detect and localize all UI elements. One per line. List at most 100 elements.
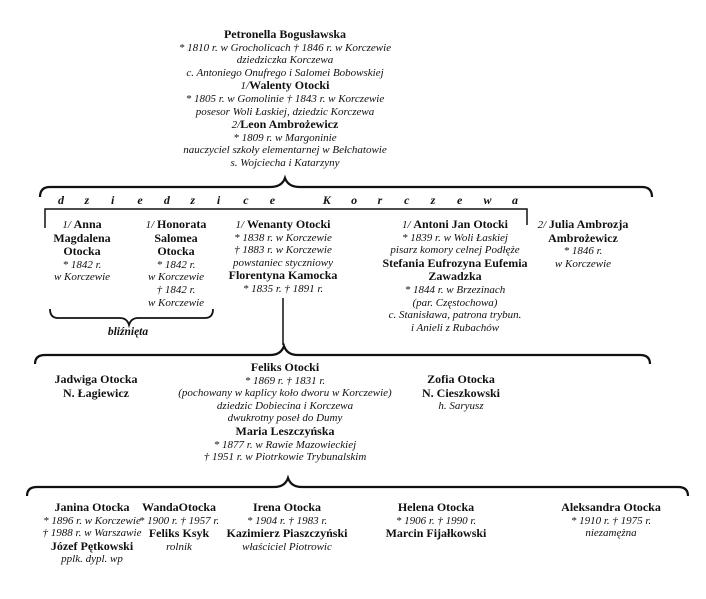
person-detail: * 1910 r. † 1975 r. [570,514,652,527]
person-name: Feliks Ksyk [148,526,210,541]
person-name: Otocka [63,244,101,259]
text-line: pplk. dypl. wp [43,553,142,566]
text-line: * 1842 r. [146,259,207,272]
person-name: Anna [73,217,102,231]
text-line: * 1846 r. [538,245,629,258]
person-detail: * 1842 r. [156,258,196,271]
text-line: † 1988 r. w Warszawie [43,527,142,540]
text-line: Feliks Otocki [178,361,391,375]
person-detail: * 1844 r. w Brzezinach [404,283,506,296]
person-janina: Janina Otocka* 1896 r. w Korczewie† 1988… [43,501,142,566]
person-detail: pplk. dypl. wp [61,553,123,566]
person-detail: * 1877 r. w Rawie Mazowieckiej [213,438,357,451]
text-line: s. Wojciecha i Katarzyny [179,157,391,170]
person-name: Janina Otocka [54,500,130,514]
text-line: 1/ Antoni Jan Otocki [382,218,527,232]
text-line: Otocka [146,245,207,259]
person-name: Zawadzka [428,269,482,284]
line-heirs [44,208,528,228]
person-detail: właściciel Piotrowic [242,540,332,553]
person-name: Leon Ambrożewicz [240,117,339,132]
text-line: c. Stanisława, patrona trybun. [382,309,527,322]
text-line: Maria Leszczyńska [178,425,391,439]
person-name: N. Cieszkowski [421,385,501,400]
title-letter: e [269,193,276,207]
title-letter: z [84,193,90,207]
text-line: 1/ Honorata [146,218,207,232]
person-detail: w Korczewie [147,296,205,309]
title-letter: r [377,193,383,207]
person-name: Julia Ambrozja [548,217,629,231]
title-letter [296,193,302,208]
person-detail: * 1846 r. [563,245,603,258]
person-name: Walenty Otocki [249,78,330,93]
text-line: * 1839 r. w Woli Łaskiej [382,232,527,245]
twins-label: bliźnięta [107,326,149,338]
text-line: Jadwiga Otocka [54,373,137,387]
text-line: dziedzic Dobiecina i Korczewa [178,400,391,413]
text-line: w Korczewie [53,271,110,284]
person-antoni: 1/ Antoni Jan Otocki* 1839 r. w Woli Łas… [382,218,527,334]
person-detail: * 1842 r. [62,258,102,271]
marriage-index: 1/ [62,219,74,231]
text-line: 1/ Wenanty Otocki [229,218,338,232]
text-line: pisarz komory celnej Podłęże [382,244,527,257]
text-line: Janina Otocka [43,501,142,515]
text-line: WandaOtocka [139,501,219,515]
text-line: * 1869 r. † 1831 r. [178,375,391,388]
person-detail: powstaniec styczniowy [233,256,333,269]
text-line: nauczyciel szkoły elementarnej w Bełchat… [179,144,391,157]
person-detail: * 1810 r. w Grocholicach † 1846 r. w Kor… [178,41,392,54]
text-line: * 1838 r. w Korczewie [229,232,338,245]
person-name: Honorata [156,217,207,231]
text-line: (par. Częstochowa) [382,297,527,310]
person-detail: † 1842 r. [156,283,196,296]
person-feliks: Feliks Otocki* 1869 r. † 1831 r.(pochowa… [178,361,391,464]
text-line: Józef Pętkowski [43,539,142,554]
person-name: Ambrożewicz [548,230,618,245]
person-petronella: Petronella Bogusławska* 1810 r. w Grocho… [179,28,391,170]
text-line: N. Cieszkowski [421,385,501,401]
person-detail: * 1839 r. w Woli Łaskiej [402,231,508,244]
text-line: * 1900 r. † 1957 r. [139,515,219,528]
person-detail: niezamężna [585,527,637,540]
person-detail: (pochowany w kaplicy koło dworu w Korcze… [178,387,392,400]
person-detail: dziedziczka Korczewa [236,54,334,67]
title-letter: c [243,193,249,207]
person-name: Zofia Otocka [427,372,495,386]
title-letter: w [483,193,492,207]
text-line: Florentyna Kamocka [229,269,338,283]
marriage-index: 1/ [235,219,247,231]
person-detail: * 1869 r. † 1831 r. [244,374,326,387]
person-detail: c. Antoniego Onufrego i Salomei Bobowski… [186,66,384,79]
title-letter: z [190,193,196,207]
text-line: Zofia Otocka [422,373,500,387]
person-name: N. Łagiewicz [63,385,129,400]
person-detail: posesor Woli Łaskiej, dziedzic Korczewa [195,105,375,118]
marriage-index: 2/ [537,219,549,231]
person-detail: * 1805 r. w Gomolinie † 1843 r. w Korcze… [185,92,385,105]
text-line: właściciel Piotrowic [227,541,348,554]
text-line: * 1805 r. w Gomolinie † 1843 r. w Korcze… [179,93,391,106]
text-line: N. Łagiewicz [54,385,137,401]
person-detail: * 1809 r. w Margoninie [233,131,337,144]
person-name: Irena Otocka [252,500,322,514]
text-line: Kazimierz Piaszczyński [227,527,348,541]
person-detail: dwukrotny poseł do Dumy [227,412,343,425]
text-line: niezamężna [561,527,661,540]
text-line: Salomea [146,231,207,246]
person-detail: * 1906 r. † 1990 r. [395,514,477,527]
person-detail: nauczyciel szkoły elementarnej w Bełchat… [183,144,387,157]
text-line: * 1877 r. w Rawie Mazowieckiej [178,439,391,452]
brace-feliks-generation [33,342,652,365]
text-line: w Korczewie [538,258,629,271]
text-line: w Korczewie [146,297,207,310]
person-detail: * 1838 r. w Korczewie [234,231,332,244]
person-detail: w Korczewie [554,257,612,270]
title-letter: a [512,193,518,207]
title-letter: d [58,193,64,207]
marriage-index: 1/ [145,219,157,231]
